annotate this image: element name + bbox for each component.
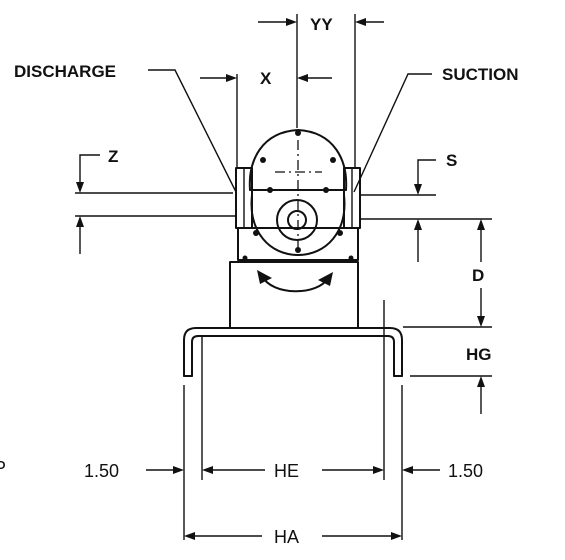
label-he: HE	[274, 461, 299, 481]
pedestal-block	[229, 261, 359, 329]
shaft-hub-inner	[287, 210, 307, 230]
label-d: D	[472, 266, 484, 285]
rotation-arrow	[261, 275, 329, 293]
base-frame	[183, 327, 403, 377]
label-hg: HG	[466, 345, 492, 364]
base-channel	[183, 327, 403, 377]
pump-pedestal	[229, 261, 359, 329]
label-discharge: DISCHARGE	[14, 62, 116, 81]
pump-assembly	[235, 129, 361, 261]
suction-leader	[353, 73, 432, 193]
label-s: S	[446, 151, 457, 170]
casing-bolts	[242, 130, 354, 261]
dimension-labels: DISCHARGE SUCTION X YY Z S D HG HE HA 1.…	[0, 15, 519, 547]
shaft-hub-outer	[276, 199, 318, 241]
label-x: X	[260, 69, 272, 88]
label-ha: HA	[274, 527, 299, 547]
label-offset-left: 1.50	[84, 461, 119, 481]
label-yy: YY	[310, 15, 333, 34]
label-edge-mark: P	[0, 458, 6, 478]
discharge-leader	[148, 69, 237, 193]
label-suction: SUCTION	[442, 65, 519, 84]
label-z: Z	[108, 147, 118, 166]
pump-lower-casing	[250, 194, 346, 256]
label-offset-right: 1.50	[448, 461, 483, 481]
dimension-lines	[75, 14, 492, 540]
